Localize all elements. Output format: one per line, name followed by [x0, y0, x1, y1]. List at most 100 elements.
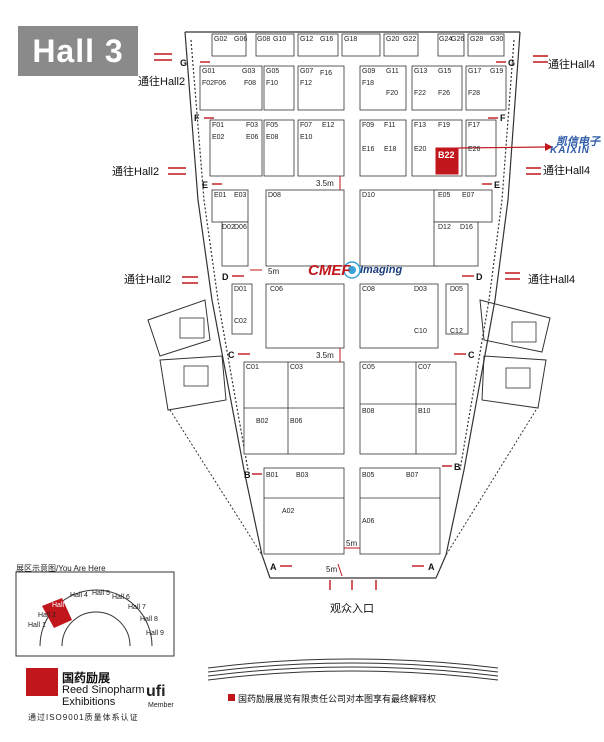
booth-label: F18	[362, 80, 375, 87]
passage-to-hall4-3: 通往Hall4	[528, 274, 576, 286]
booth-label: D16	[460, 224, 473, 231]
booth-label: G24	[439, 36, 453, 43]
booth-label: G13	[414, 68, 428, 75]
booth-label: C01	[246, 364, 259, 371]
booth-label: D08	[268, 192, 281, 199]
legend-hall-label: Hall 9	[146, 630, 164, 637]
legend-hall-label: Hall 2	[38, 612, 56, 619]
booth-label: F11	[384, 122, 396, 129]
booth-zone-a	[263, 467, 441, 555]
booth-label: G26	[451, 36, 465, 43]
booth-label: F05	[266, 122, 279, 129]
booth-label: G08	[257, 36, 271, 43]
booth-label: E12	[322, 122, 335, 129]
booth-label: F06	[214, 80, 227, 87]
booth-label: E20	[414, 146, 427, 153]
booth-label: D03	[414, 286, 427, 293]
cmef-logo-text: CMEF	[308, 262, 351, 279]
footnote: 国药励展展览有限责任公司对本图享有最终解释权	[238, 694, 437, 704]
door-a-right: A	[428, 562, 435, 572]
door-arrows	[200, 61, 506, 590]
passage-to-hall2-3: 通往Hall2	[124, 274, 172, 286]
booth-label: E16	[362, 146, 375, 153]
booth-label: F16	[320, 70, 333, 77]
booth-label: F22	[414, 90, 427, 97]
booth-label: G12	[300, 36, 314, 43]
booth-label: F03	[246, 122, 259, 129]
booth-row-2	[209, 119, 497, 177]
gap-label-5m-entry: 5m	[326, 565, 338, 574]
restroom-icons	[179, 317, 537, 389]
hall-title: Hall 3	[18, 26, 138, 76]
side-wings	[147, 299, 551, 556]
booth-label: G06	[234, 36, 248, 43]
passage-to-hall4-1: 通往Hall4	[548, 59, 596, 71]
booth-label: C06	[270, 286, 283, 293]
booth-label: C10	[414, 328, 427, 335]
booth-label: G17	[468, 68, 482, 75]
door-e-left: E	[202, 180, 209, 190]
booth-label: D01	[234, 286, 247, 293]
exhibitor-name-cn: 凯信电子	[556, 136, 600, 148]
footnote-bullet	[228, 694, 235, 701]
booth-label: G22	[403, 36, 417, 43]
booth-label: B08	[362, 408, 375, 415]
booth-label: G02	[214, 36, 228, 43]
booth-label: B05	[362, 472, 375, 479]
legend-hall-label: Hall 1	[28, 622, 46, 629]
legend-hall-label: Hall 5	[92, 590, 110, 597]
door-g-left: G	[180, 58, 188, 68]
booth-zone-c	[231, 283, 469, 349]
booth-label: D10	[362, 192, 375, 199]
highlight-booth	[435, 147, 459, 175]
booth-label: C05	[362, 364, 375, 371]
booth-label: G15	[438, 68, 452, 75]
booth-label: F20	[386, 90, 399, 97]
legend-hall-label: Hall 8	[140, 616, 158, 623]
booth-label: C02	[234, 318, 247, 325]
booth-label: G16	[320, 36, 334, 43]
booth-label: G05	[266, 68, 280, 75]
door-d-right: D	[476, 272, 483, 282]
booth-label: E06	[246, 134, 259, 141]
booth-label: B01	[266, 472, 279, 479]
booth-label: C07	[418, 364, 431, 371]
highlight-pointer-line	[457, 146, 546, 149]
booth-label: F07	[300, 122, 313, 129]
booth-label: C12	[450, 328, 463, 335]
booth-label: F10	[266, 80, 279, 87]
passage-to-hall2-1: 通往Hall2	[138, 76, 186, 88]
cmef-imaging-text: Imaging	[360, 264, 403, 276]
passage-to-hall4-2: 通往Hall4	[543, 165, 591, 177]
gap-label-35m-mid: 3.5m	[316, 351, 334, 360]
organizer-name-cn: 国药励展	[62, 671, 111, 685]
ufi-logo: ufi	[146, 683, 166, 700]
booth-label: D05	[450, 286, 463, 293]
booth-label: A06	[362, 518, 375, 525]
booth-label: E03	[234, 192, 247, 199]
booth-label: E08	[266, 134, 279, 141]
door-g-right: G	[508, 58, 516, 68]
booth-label: G03	[242, 68, 256, 75]
legend-hall-label: Hall 6	[112, 594, 130, 601]
booth-label: F17	[468, 122, 481, 129]
entrance-curves	[207, 658, 499, 681]
booth-label: E26	[468, 146, 481, 153]
highlight-booth-label: B22	[438, 150, 455, 160]
door-b-right: B	[454, 462, 461, 472]
door-f-right: F	[500, 113, 506, 123]
gap-label-5m-a: 5m	[346, 539, 358, 548]
booth-label: G30	[490, 36, 504, 43]
booth-label: D02	[222, 224, 235, 231]
booth-label: E05	[438, 192, 451, 199]
booth-label: F08	[244, 80, 257, 87]
door-a-left: A	[270, 562, 277, 572]
booth-label: B10	[418, 408, 431, 415]
booth-label: G09	[362, 68, 376, 75]
booth-zone-b	[243, 361, 457, 455]
booth-zone-d	[211, 189, 493, 267]
passage-arrows	[154, 53, 548, 284]
organizer-logo-mark	[26, 668, 58, 696]
